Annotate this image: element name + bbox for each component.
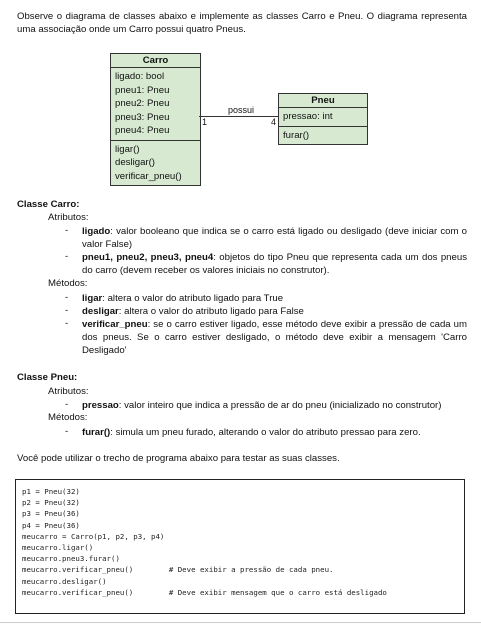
uml-attribute: pneu3: Pneu [115, 111, 170, 123]
class-pneu-methods: furar() [279, 127, 367, 145]
class-carro-attributes: ligado: bool pneu1: Pneu pneu2: Pneu pne… [111, 68, 200, 141]
method-name: ligar [82, 293, 103, 304]
method-desc: : altera o valor do atributo ligado para… [102, 293, 284, 304]
carro-section-title: Classe Carro: [17, 199, 80, 210]
code-line: meucarro.desligar() [22, 576, 107, 586]
method-desc: : simula um pneu furado, alterando o val… [110, 427, 421, 438]
code-line: meucarro = Carro(p1, p2, p3, p4) [22, 531, 165, 541]
carro-attributes-label: Atributos: [48, 212, 89, 223]
method-desc: : altera o valor do atributo ligado para… [118, 306, 304, 317]
uml-attribute: pneu2: Pneu [115, 98, 170, 109]
pneu-section-title: Classe Pneu: [17, 372, 78, 383]
code-line: meucarro.ligar() [22, 542, 94, 552]
code-line: meucarro.pneu3.furar() [22, 554, 120, 564]
class-pneu-title: Pneu [279, 94, 367, 108]
method-name: verificar_pneu [82, 319, 148, 330]
page-bottom-rule [0, 622, 481, 623]
method-name: desligar [82, 306, 119, 317]
class-carro-methods: ligar() desligar() verificar_pneu() [111, 141, 200, 186]
class-pneu-attributes: pressao: int [279, 108, 367, 127]
uml-attribute: pressao: int [283, 111, 333, 122]
association-line [199, 116, 278, 117]
multiplicity-right: 4 [271, 117, 277, 127]
code-line: meucarro.verificar_pneu() # Deve exibir … [22, 565, 334, 575]
code-line: p4 = Pneu(36) [22, 520, 80, 530]
code-line: p2 = Pneu(32) [22, 498, 80, 508]
pneu-methods-label: Métodos: [48, 412, 88, 423]
multiplicity-left: 1 [202, 117, 208, 127]
uml-attribute: ligado: bool [115, 71, 165, 82]
method-name: furar() [82, 427, 111, 438]
class-carro-title: Carro [111, 54, 200, 68]
carro-methods-label: Métodos: [48, 278, 88, 289]
code-block: p1 = Pneu(32) p2 = Pneu(32) p3 = Pneu(36… [15, 479, 465, 614]
attribute-desc: : objetos do tipo Pneu que representa ca… [82, 252, 467, 276]
attribute-name: pressao [82, 400, 119, 411]
uml-attribute: pneu1: Pneu [115, 84, 170, 96]
uml-method: verificar_pneu() [115, 170, 182, 182]
uml-method: ligar() [115, 143, 140, 155]
test-intro: Você pode utilizar o trecho de programa … [17, 453, 340, 464]
method-desc: : se o carro estiver ligado, esse método… [82, 319, 467, 356]
attribute-name: ligado [82, 226, 111, 237]
attribute-desc: : valor booleano que indica se o carro e… [82, 226, 467, 250]
uml-attribute: pneu4: Pneu [115, 125, 170, 136]
association-label: possui [228, 105, 255, 115]
code-line: p1 = Pneu(32) [22, 487, 80, 496]
attribute-desc: : valor inteiro que indica a pressão de … [118, 400, 442, 411]
class-pneu-box: Pneu pressao: int furar() [278, 93, 368, 145]
code-line: p3 = Pneu(36) [22, 509, 80, 519]
intro-paragraph: Observe o diagrama de classes abaixo e i… [17, 11, 467, 35]
pneu-attributes-label: Atributos: [48, 386, 89, 397]
uml-method: furar() [283, 129, 310, 141]
uml-method: desligar() [115, 157, 155, 168]
attribute-name: pneu1, pneu2, pneu3, pneu4 [82, 252, 214, 263]
code-line: meucarro.verificar_pneu() # Deve exibir … [22, 587, 387, 597]
class-carro-box: Carro ligado: bool pneu1: Pneu pneu2: Pn… [110, 53, 201, 186]
